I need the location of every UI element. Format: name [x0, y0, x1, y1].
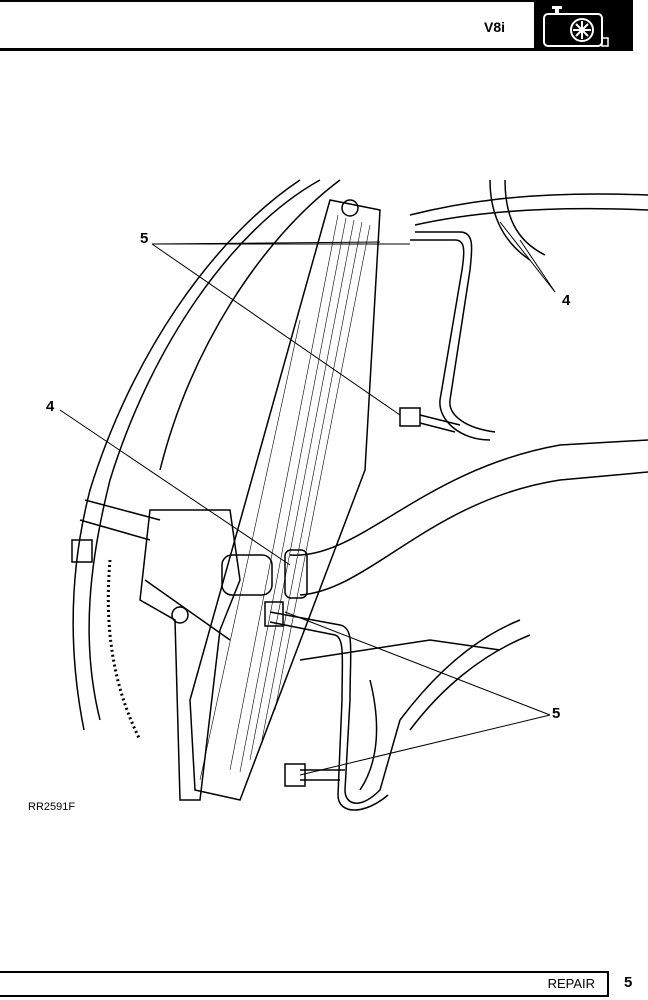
radiator-oil-cooler-illustration [59, 179, 648, 811]
model-title: V8i [484, 19, 506, 35]
figure-reference: RR2591F [28, 801, 76, 813]
callout-4-upper: 4 [562, 292, 571, 309]
page-number: 5 [624, 974, 633, 991]
cooling-fan-radiator-icon [534, 0, 633, 50]
header-rule-top [0, 0, 633, 2]
header-rule-bottom [0, 48, 633, 51]
footer-box: REPAIR [0, 971, 609, 997]
callout-5-lower: 5 [552, 705, 561, 722]
callout-4-lower: 4 [46, 398, 55, 415]
callout-5-upper: 5 [140, 230, 149, 247]
footer-section-label: REPAIR [547, 976, 595, 991]
